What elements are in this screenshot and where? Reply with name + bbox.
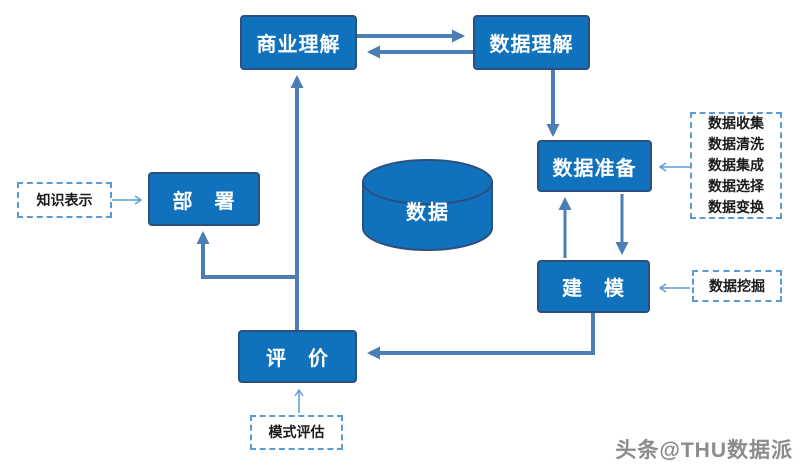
annotation-label: 数据选择	[708, 178, 764, 194]
data-store-label: 数据	[406, 202, 450, 224]
annotation-label: 知识表示	[36, 191, 93, 208]
watermark-text: 头条@THU数据派	[615, 439, 793, 462]
node-evaluation: 评 价	[238, 330, 357, 383]
annotation-label: 模式评估	[268, 424, 325, 440]
annotation-pattern-evaluation: 模式评估	[250, 415, 343, 450]
annotation-label: 数据清洗	[708, 136, 764, 152]
node-deployment: 部 署	[148, 172, 260, 226]
annotation-label: 数据集成	[708, 157, 764, 173]
edge-modeling-to-evaluation	[367, 313, 595, 360]
annotation-label: 数据挖掘	[709, 277, 765, 294]
node-data-understanding: 数据理解	[473, 15, 590, 70]
annotation-knowledge-representation: 知识表示	[17, 182, 112, 218]
annotation-data-prep-steps: 数据收集 数据清洗 数据集成 数据选择 数据变换	[690, 112, 782, 219]
node-modeling: 建 模	[537, 260, 650, 313]
annotation-data-mining: 数据挖掘	[692, 270, 782, 302]
node-data-preparation: 数据准备	[537, 140, 652, 192]
annotation-label: 数据变换	[708, 199, 764, 215]
edge-evaluation-to-deployment	[196, 231, 297, 279]
database-cylinder-icon	[362, 159, 493, 251]
node-business-understanding: 商业理解	[240, 15, 357, 70]
annotation-label: 数据收集	[708, 115, 764, 131]
